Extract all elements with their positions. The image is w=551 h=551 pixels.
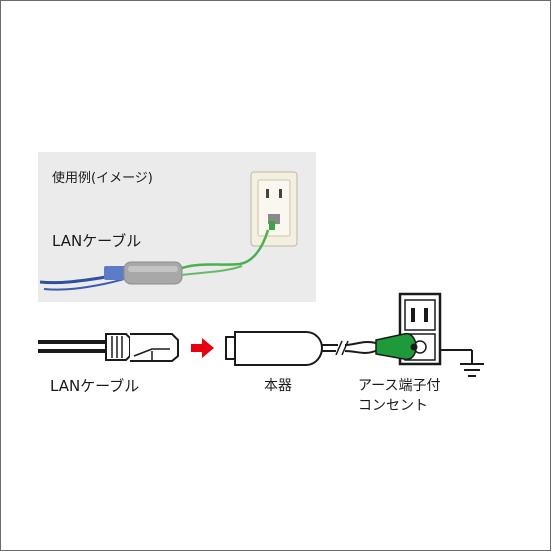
outlet-label-line1: アース端子付	[358, 378, 441, 394]
ground-symbol	[440, 349, 484, 377]
ground-wire	[322, 340, 379, 356]
device	[225, 331, 324, 366]
outlet-label-line2: コンセント	[358, 398, 428, 414]
lan-connector	[105, 333, 179, 362]
usage-example-caption: 使用例(イメージ)	[52, 171, 153, 186]
device-label: 本器	[264, 378, 292, 394]
photo-wall-outlet	[250, 171, 298, 247]
photo-ground-wire	[181, 229, 270, 276]
photo-lan-cable	[39, 266, 126, 291]
arrow-icon	[191, 338, 214, 358]
lan-cable	[38, 340, 108, 353]
lan-cable-label: LANケーブル	[50, 377, 140, 395]
photo-device	[123, 261, 183, 285]
photo-lan-cable-label: LANケーブル	[52, 232, 142, 250]
ground-clip	[375, 332, 418, 361]
